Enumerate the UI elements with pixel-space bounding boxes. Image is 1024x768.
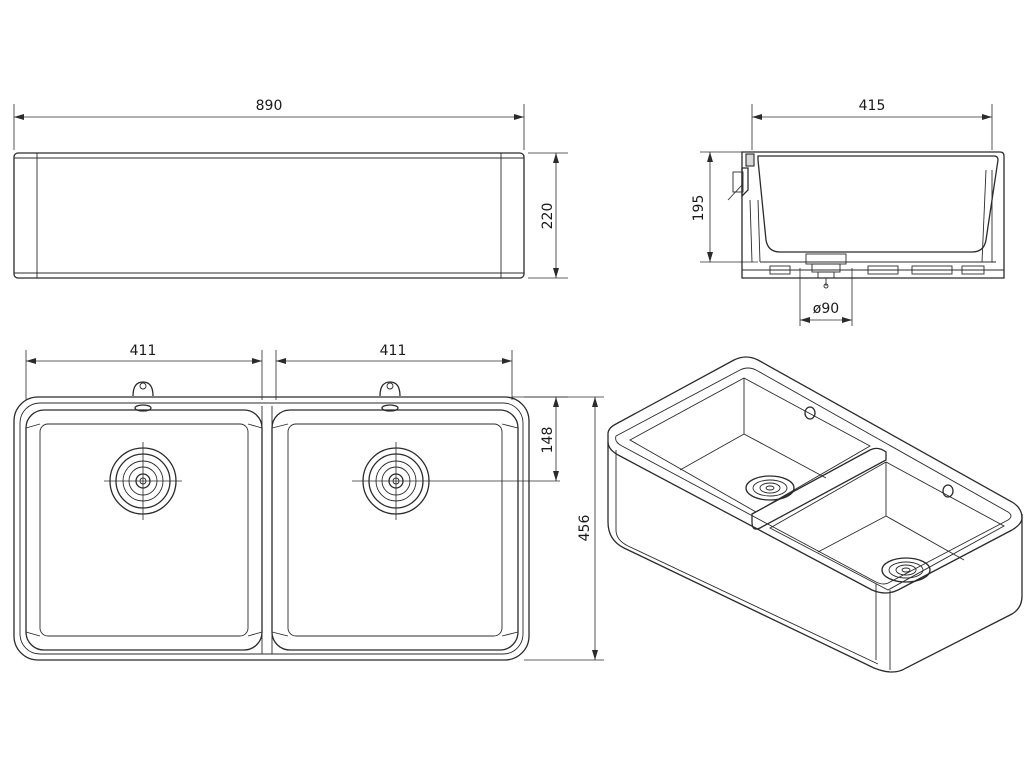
iso-center-divider [751,447,887,530]
iso-overflow-icon-2 [942,484,954,498]
overall-width-dimension: 890 [13,98,525,150]
waste-diameter-label: ø90 [813,301,839,317]
front-outline [13,152,525,279]
right-bowl-width-dimension: 411 [275,343,513,400]
side-inner-bowl [757,155,999,253]
iso-front-face [607,442,1023,673]
bowl-depth-label: 195 [691,195,707,222]
front-elevation-view [13,152,525,279]
iso-strainer-icon-1 [745,475,795,501]
iso-overflow-icon-1 [804,406,816,420]
overflow-fitting-icon [741,167,749,198]
left-bowl-outline [25,409,263,651]
front-height-dimension: 220 [528,152,568,279]
overflow-icon-left [132,381,154,412]
waste-offset-dimension: 148 [512,396,568,481]
iso-strainer-icon-2 [881,557,931,583]
waste-diameter-dimension: ø90 [799,268,853,326]
waste-strainer-icon-left [104,442,182,520]
plan-outer-outline [13,396,530,661]
left-bowl-width-label: 411 [130,343,157,359]
right-bowl-width-label: 411 [380,343,407,359]
overflow-icon-right [379,381,401,412]
left-bowl-width-dimension: 411 [25,343,263,400]
overall-depth-dimension: 456 [524,396,604,661]
waste-strainer-icon-right [352,442,560,520]
side-outer-outline [741,151,1005,279]
side-depth-label: 415 [859,98,886,114]
right-bowl-outline [271,409,519,651]
side-section-view [727,151,1005,289]
waste-offset-label: 148 [540,427,556,454]
isometric-view [607,356,1023,673]
iso-rim-outer [607,356,1023,594]
bowl-depth-dimension: 195 [691,151,758,263]
side-depth-dimension: 415 [751,98,993,150]
plan-view [13,381,560,661]
overall-width-label: 890 [256,98,283,114]
front-height-label: 220 [540,203,556,230]
overall-depth-label: 456 [577,515,593,542]
